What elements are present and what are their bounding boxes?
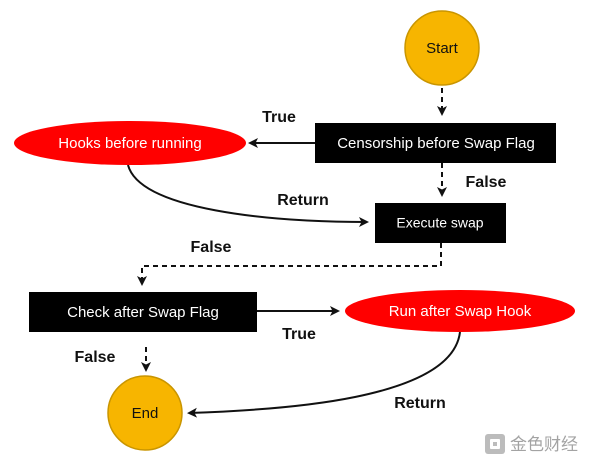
- censorship-box: [315, 123, 556, 163]
- edge-label-censorship-true: True: [262, 109, 296, 126]
- watermark-text: 金色财经: [510, 435, 578, 455]
- node-end: End: [107, 375, 183, 451]
- edge-hooks-to-execute: [127, 164, 369, 227]
- node-check-after: Check after Swap Flag: [29, 292, 257, 332]
- check-after-box: [29, 292, 257, 332]
- node-start: Start: [404, 10, 480, 86]
- node-censorship: Censorship before Swap Flag: [315, 123, 556, 163]
- hooks-before-ellipse: [14, 121, 246, 165]
- edge-label-hooks-return: Return: [277, 192, 329, 209]
- start-label: Start: [426, 40, 459, 57]
- edge-execute-to-check: [137, 243, 442, 286]
- end-circle: [107, 375, 183, 451]
- check-after-label: Check after Swap Flag: [67, 304, 219, 321]
- edge-label-censorship-false: False: [466, 174, 507, 191]
- edge-label-run-after-return: Return: [394, 395, 446, 412]
- watermark: 金色财经: [485, 434, 578, 455]
- jinse-logo-icon: [485, 434, 505, 454]
- execute-label: Execute swap: [396, 215, 483, 231]
- censorship-label: Censorship before Swap Flag: [337, 135, 535, 152]
- run-after-label: Run after Swap Hook: [389, 303, 532, 320]
- execute-box: [375, 203, 506, 243]
- hooks-before-label: Hooks before running: [58, 135, 201, 152]
- run-after-ellipse: [345, 290, 575, 332]
- node-execute: Execute swap: [375, 203, 506, 243]
- start-circle: [404, 10, 480, 86]
- edge-label-check-false: False: [75, 349, 116, 366]
- edge-label-check-true: True: [282, 326, 316, 343]
- node-hooks-before: Hooks before running: [14, 121, 246, 165]
- node-run-after: Run after Swap Hook: [345, 290, 575, 332]
- end-label: End: [132, 405, 159, 422]
- edge-label-execute-false: False: [191, 239, 232, 256]
- edge-run-after-to-end: [187, 331, 461, 418]
